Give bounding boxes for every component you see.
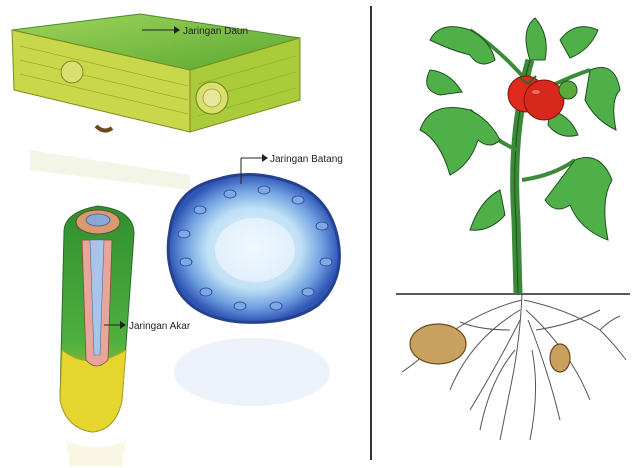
potato-small (550, 344, 570, 372)
potato-large (410, 324, 466, 364)
root-label: Jaringan Akar (129, 321, 191, 332)
stem-label: Jaringan Batang (270, 154, 343, 165)
plant-roots (402, 294, 626, 440)
tomato-plant-illustration (396, 18, 630, 440)
leaf-label: Jaringan Daun (183, 26, 248, 37)
stem-label-arrow (262, 154, 268, 162)
stem-tissue-illustration (168, 174, 339, 406)
leaf-tissue-illustration (12, 14, 300, 190)
root-tissue-illustration (60, 206, 134, 466)
